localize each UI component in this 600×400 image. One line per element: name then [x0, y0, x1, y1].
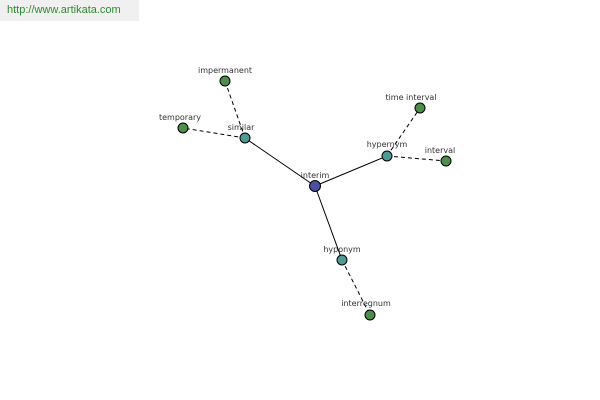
node-temporary[interactable]: temporary — [159, 113, 201, 134]
node-circle[interactable] — [239, 132, 251, 144]
node-circle[interactable] — [177, 122, 189, 134]
edge-interim-hypernym — [314, 155, 388, 187]
node-label: similar — [228, 123, 256, 132]
node-circle[interactable] — [440, 155, 452, 167]
node-circle[interactable] — [414, 102, 426, 114]
node-label: impermanent — [198, 66, 252, 75]
site-url-link[interactable]: http://www.artikata.com — [0, 0, 139, 21]
edge-interim-hyponym — [314, 185, 343, 261]
node-label: hypernym — [367, 140, 408, 149]
edges-layer — [182, 80, 447, 316]
node-hypernym[interactable]: hypernym — [367, 140, 408, 162]
node-label: hyponym — [323, 245, 361, 254]
node-interregnum[interactable]: interregnum — [341, 299, 391, 321]
node-similar[interactable]: similar — [228, 123, 256, 144]
node-circle[interactable] — [219, 75, 231, 87]
node-circle[interactable] — [381, 150, 393, 162]
node-label: interim — [301, 171, 330, 180]
nodes-layer: interim similar hypernym hyponym impermanent… — [159, 66, 456, 321]
edge-interim-similar — [244, 137, 316, 187]
node-label: interregnum — [341, 299, 391, 308]
node-circle[interactable] — [309, 180, 321, 192]
node-interval[interactable]: interval — [425, 146, 456, 167]
node-label: time interval — [385, 93, 436, 102]
node-circle[interactable] — [364, 309, 376, 321]
edge-similar-temporary — [182, 127, 246, 139]
edge-hypernym-time_interval — [386, 107, 421, 157]
edge-hyponym-interregnum — [341, 259, 371, 316]
edge-similar-impermanent — [224, 80, 246, 139]
edge-hypernym-interval — [386, 155, 447, 162]
node-label: interval — [425, 146, 456, 155]
node-time-interval[interactable]: time interval — [385, 93, 437, 114]
node-circle[interactable] — [336, 254, 348, 266]
node-label: temporary — [159, 113, 201, 122]
node-hyponym[interactable]: hyponym — [323, 245, 361, 266]
node-impermanent[interactable]: impermanent — [198, 66, 252, 87]
node-interim[interactable]: interim — [301, 171, 330, 192]
